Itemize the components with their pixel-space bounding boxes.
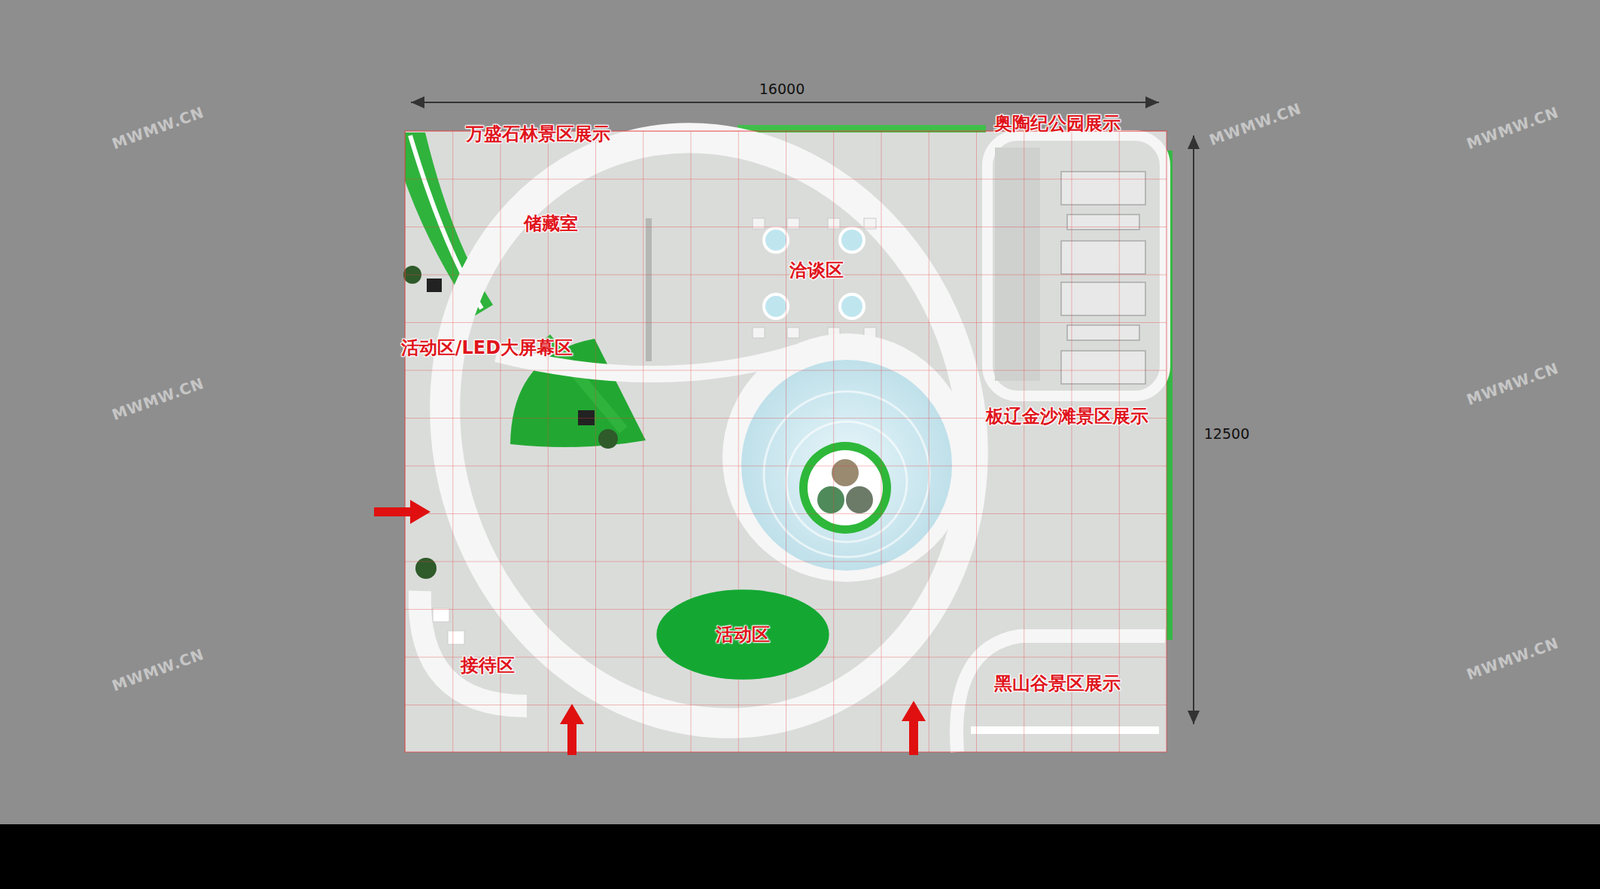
zone-label: 接待区	[460, 653, 515, 678]
zone-label: 万盛石林景区展示	[465, 121, 611, 147]
entrance-arrow	[374, 499, 431, 524]
background	[0, 0, 1600, 825]
zone-label: 黑山谷景区展示	[994, 671, 1121, 696]
grid	[404, 130, 1167, 752]
zone-label: 储藏室	[523, 211, 578, 236]
dimension-line	[1192, 135, 1195, 724]
zone-label: 洽谈区	[789, 258, 844, 283]
entrance-arrow	[901, 700, 926, 755]
zone-label: 奥陶纪公园展示	[994, 111, 1121, 136]
oval-fill	[656, 589, 829, 680]
node-text-wrap: 活动区	[654, 588, 831, 681]
dimension-text: 16000	[759, 80, 805, 98]
entrance-arrow	[559, 703, 585, 755]
zone-label: 活动区	[715, 622, 770, 647]
zone-label: 板辽金沙滩景区展示	[985, 404, 1149, 429]
grid-border	[404, 130, 1167, 752]
dimension-line	[410, 101, 1159, 104]
zone-label: 活动区/LED大屏幕区	[401, 335, 573, 360]
entrance-arrows	[374, 499, 926, 755]
dimension-text: 12500	[1204, 425, 1250, 442]
bottom-band	[0, 824, 1600, 889]
floor	[404, 130, 1167, 752]
activity-oval: 活动区	[654, 588, 831, 681]
